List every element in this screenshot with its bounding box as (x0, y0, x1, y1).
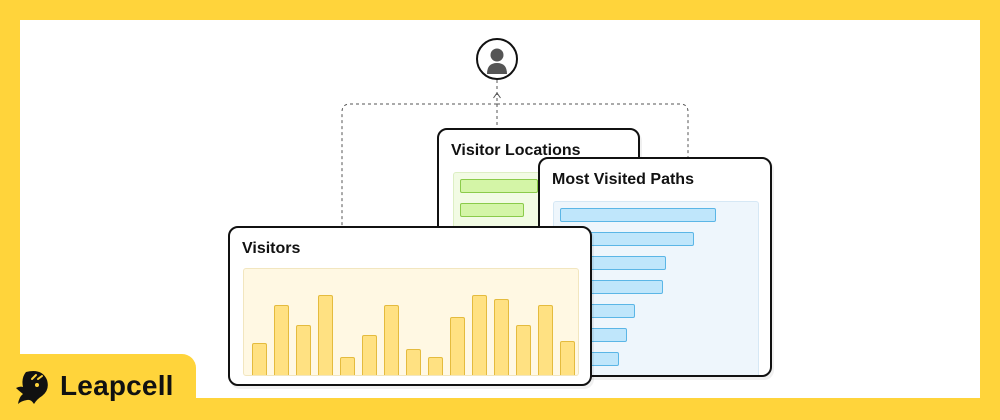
visitor-bar (560, 341, 575, 375)
visitor-bar (406, 349, 421, 375)
visitor-bar (516, 325, 531, 375)
visitor-locations-title: Visitor Locations (451, 142, 581, 159)
visitor-bar (252, 343, 267, 375)
most-visited-paths-title: Most Visited Paths (552, 171, 694, 188)
path-bar (560, 208, 716, 222)
location-bar (460, 179, 538, 193)
visitor-bar (428, 357, 443, 375)
visitor-bar (362, 335, 377, 375)
visitor-bar (340, 357, 355, 375)
visitor-bar (384, 305, 399, 375)
visitor-bar (538, 305, 553, 375)
leapcell-logo-icon (16, 371, 48, 404)
visitor-bar (274, 305, 289, 375)
visitor-bar (296, 325, 311, 375)
user-avatar-icon (476, 38, 518, 80)
visitor-bar (472, 295, 487, 375)
visitor-bar (450, 317, 465, 375)
visitors-title: Visitors (242, 240, 301, 257)
visitors-chart (243, 268, 579, 376)
visitor-bar (494, 299, 509, 375)
visitor-bar (318, 295, 333, 375)
location-bar (460, 203, 524, 217)
brand-logo: Leapcell (0, 354, 196, 420)
brand-name: Leapcell (60, 370, 174, 401)
visitors-card: Visitors (228, 226, 592, 386)
